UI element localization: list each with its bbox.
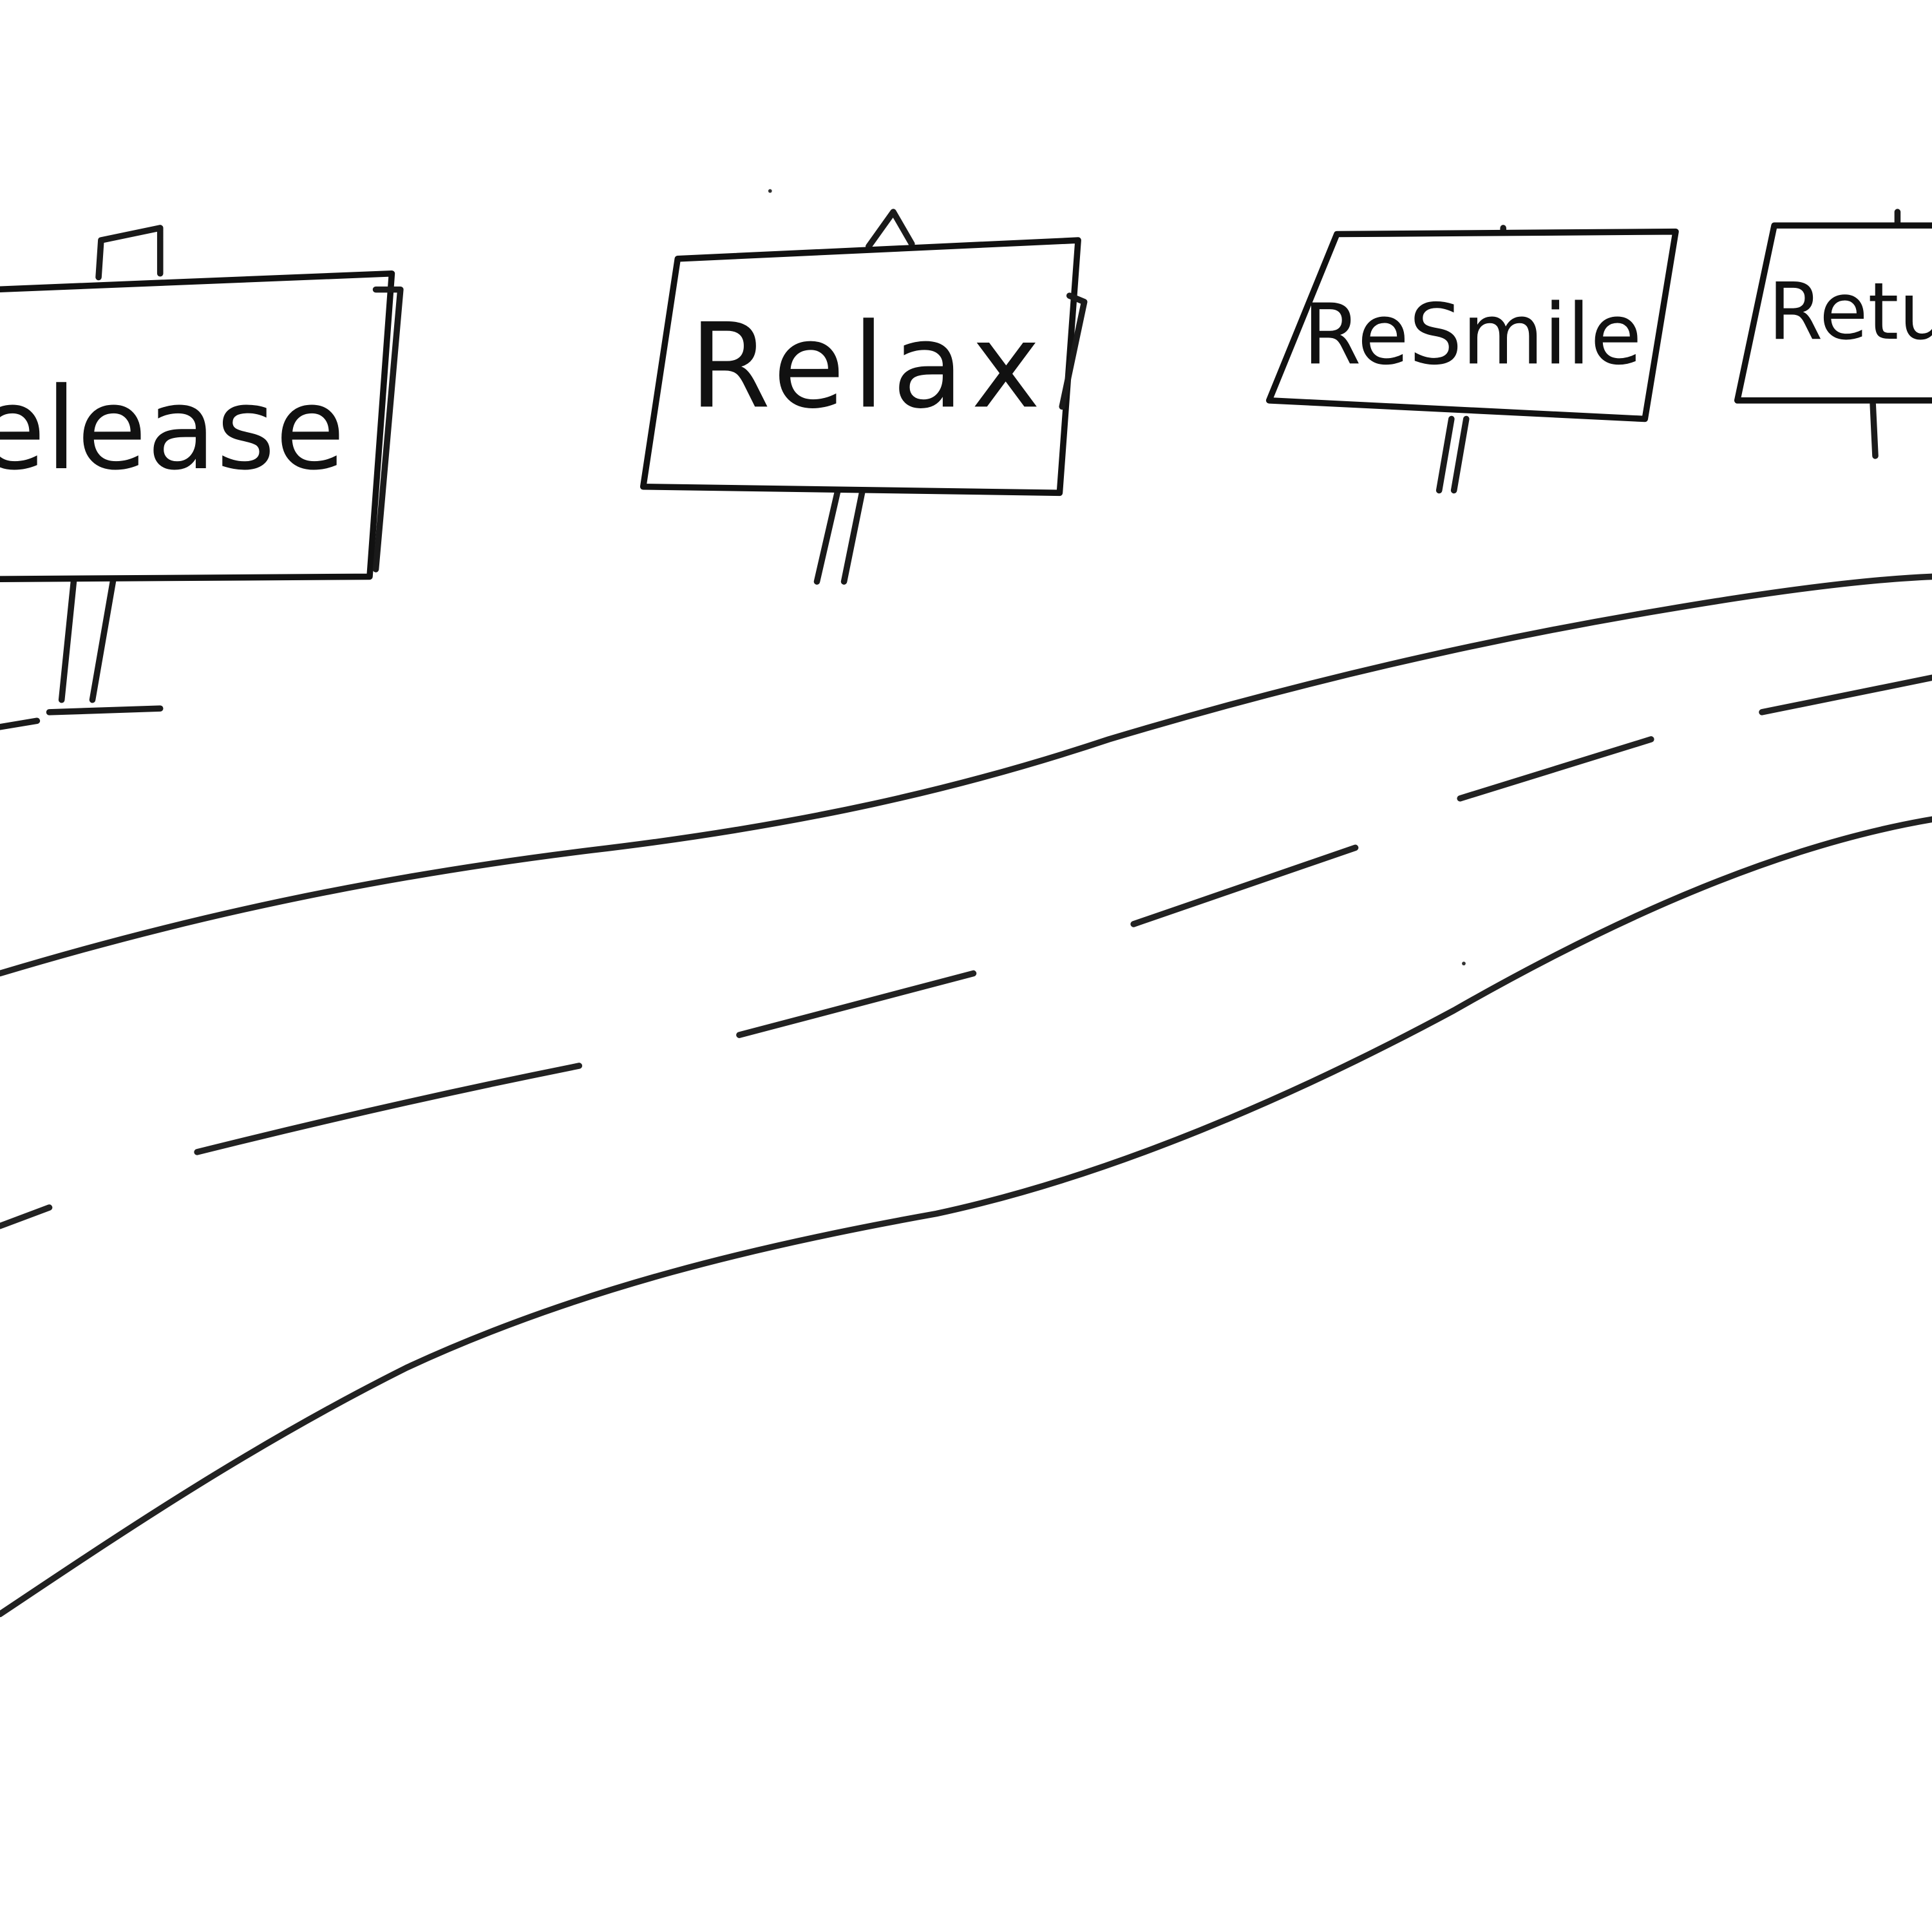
sign-return: Retu [1734,209,1932,459]
sign-label: elease [0,363,345,495]
sign-label: Relax [689,298,1048,434]
road-bottom-edge [0,816,1932,1618]
speck [768,189,772,193]
speck [1462,961,1466,966]
road-center-dashes [0,674,1932,1229]
sign-label: ReSmile [1303,285,1642,383]
sign-relax: Relax [639,209,1088,585]
sign-label: Retu [1768,265,1932,357]
sign-release: elease [0,225,404,730]
sign-resmile: ReSmile [1265,225,1679,494]
road-top-edge [0,573,1932,977]
road [0,573,1932,1618]
